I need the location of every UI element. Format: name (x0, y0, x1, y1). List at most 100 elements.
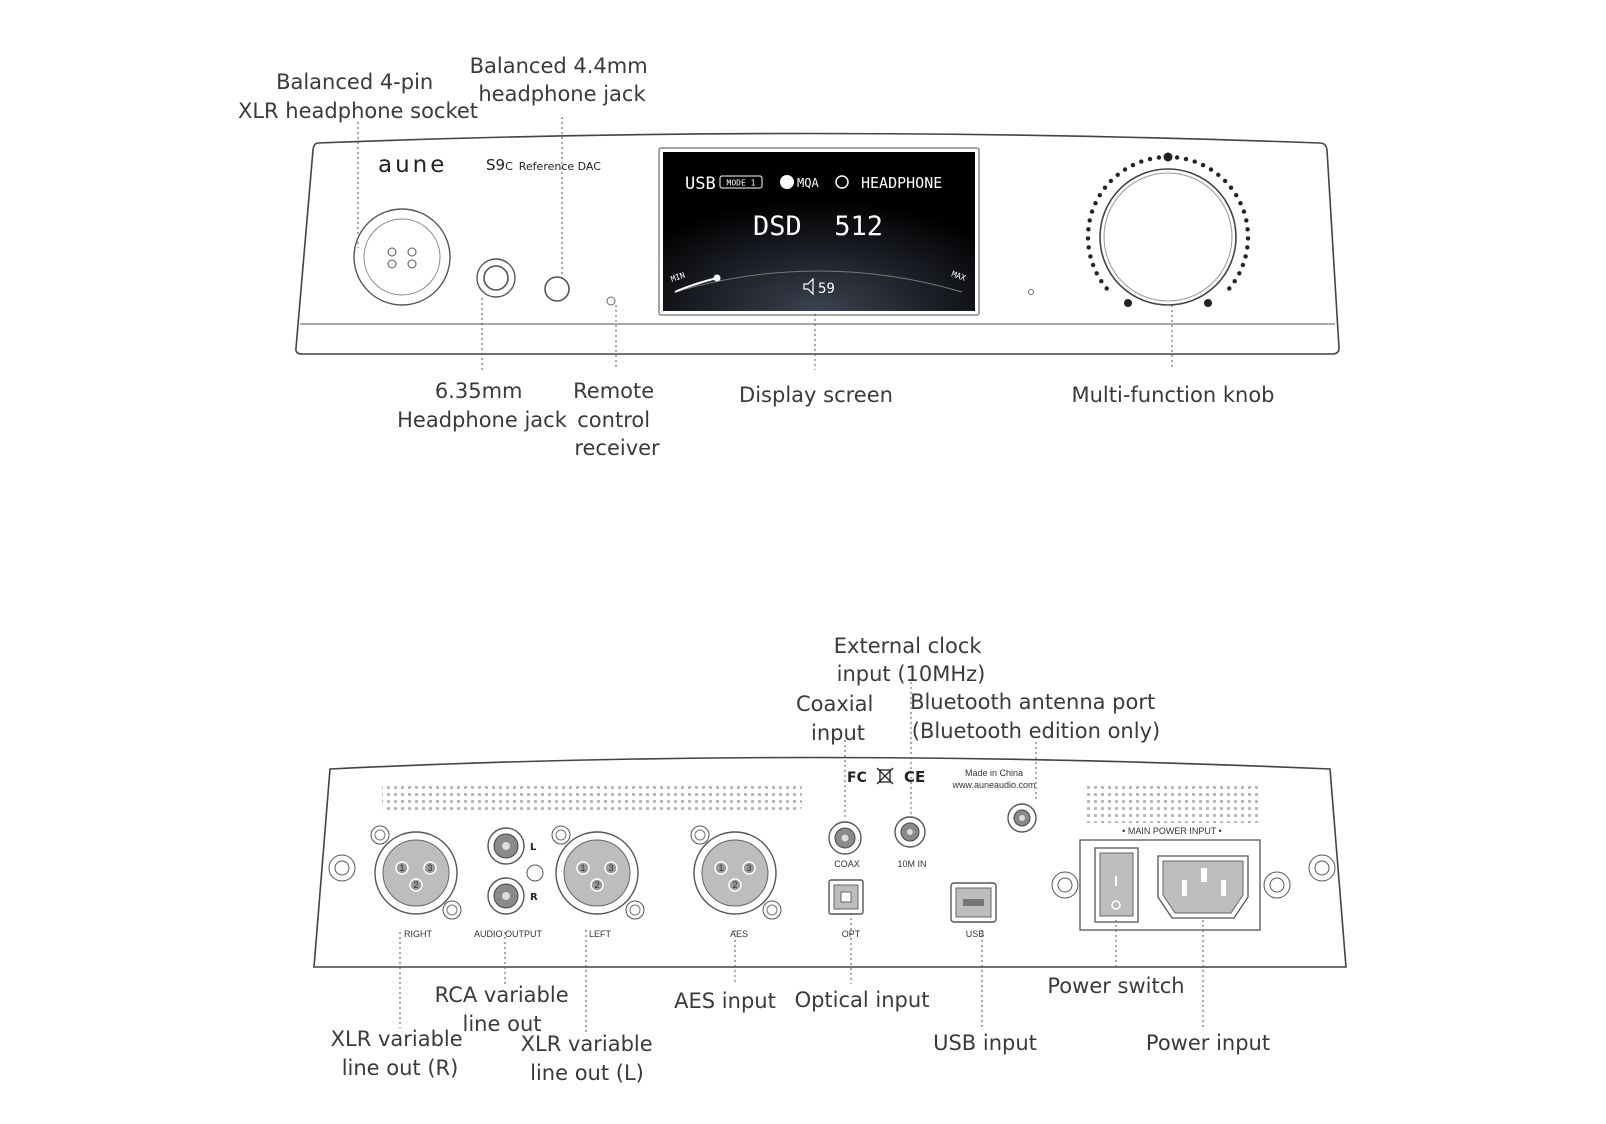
knob-dot (1122, 167, 1128, 172)
multi-function-knob[interactable] (1085, 152, 1251, 308)
knob-dot (1139, 159, 1144, 164)
power-screw-left (1051, 871, 1079, 899)
knob-dot (1104, 286, 1109, 291)
knob-dot (1090, 262, 1096, 268)
callout-remote: Remote control receiver (573, 379, 661, 460)
callout-rca: RCA variable line out (435, 983, 576, 1036)
knob-dot (1232, 279, 1237, 284)
display-volume: 59 (818, 281, 835, 297)
power-inlet[interactable] (1157, 855, 1249, 919)
knob-dot (1094, 271, 1099, 276)
bluetooth-antenna-port[interactable] (1007, 803, 1037, 833)
knob-dot (1244, 218, 1249, 223)
clock-input[interactable] (894, 816, 926, 848)
knob-dot (1108, 178, 1114, 184)
jack-6-35mm[interactable] (476, 258, 516, 298)
rear-leader-lines (399, 682, 1204, 1032)
knob-dot (1174, 155, 1180, 160)
svg-text:3: 3 (427, 863, 432, 873)
volume-arc-level (674, 277, 718, 293)
usb-input[interactable] (950, 882, 997, 923)
label-right: RIGHT (404, 929, 433, 939)
knob-dot (1240, 262, 1246, 268)
knob-dot (1085, 236, 1091, 241)
speaker-icon (803, 277, 814, 296)
brand-logo: aune (378, 152, 447, 178)
xlr-out-left[interactable]: 1 3 2 (551, 825, 645, 920)
svg-text:3: 3 (608, 863, 613, 873)
label-rca-l: L (530, 842, 537, 853)
knob-dot (1156, 155, 1162, 160)
callout-power-input: Power input (1146, 1031, 1270, 1055)
power-switch[interactable] (1094, 847, 1139, 923)
svg-text:1: 1 (580, 863, 585, 873)
front-callouts: Balanced 4-pin XLR headphone socket Bala… (238, 54, 1275, 460)
callout-jack-4-4mm: Balanced 4.4mm headphone jack (470, 54, 655, 106)
label-left: LEFT (589, 929, 612, 939)
knob-dot (1241, 209, 1247, 214)
callout-xlr-l: XLR variable line out (L) (521, 1032, 660, 1085)
output-icon (835, 175, 849, 189)
knob-dot (1227, 286, 1232, 291)
callout-xlr-socket: Balanced 4-pin XLR headphone socket (238, 70, 478, 123)
callout-display: Display screen (739, 383, 893, 407)
callout-coax: Coaxial input (796, 692, 880, 745)
svg-text:2: 2 (594, 880, 599, 890)
weee-icon (876, 767, 894, 785)
knob-dot (1086, 227, 1091, 232)
power-screw-right (1263, 871, 1291, 899)
vent-grille-left (382, 783, 802, 810)
remote-receiver (606, 296, 616, 306)
knob-dot (1200, 162, 1206, 168)
callout-xlr-r: XLR variable line out (R) (331, 1027, 470, 1080)
callout-knob: Multi-function knob (1071, 383, 1274, 407)
display-screen: USB MODE 1 MQA HEADPHONE DSD 512 MIN MAX… (658, 147, 980, 316)
knob-dot (1097, 193, 1103, 198)
knob-dot (1183, 156, 1189, 162)
knob-dot (1102, 185, 1108, 190)
label-main-power: • MAIN POWER INPUT • (1122, 826, 1222, 836)
knob-dot (1130, 162, 1136, 168)
knob-dot (1243, 254, 1248, 259)
jack-4-4mm[interactable] (544, 276, 570, 302)
display-input: USB (685, 174, 716, 194)
coax-input[interactable] (828, 821, 862, 855)
callout-jack-6-35mm: 6.35mm Headphone jack (397, 379, 568, 432)
aes-input[interactable]: 1 3 2 (690, 825, 782, 920)
display-output: HEADPHONE (861, 174, 942, 192)
knob-dot (1087, 218, 1092, 223)
fcc-mark: FC (847, 770, 867, 786)
callout-usb: USB input (933, 1031, 1037, 1055)
knob-dot (1245, 227, 1250, 232)
knob-dot (1228, 185, 1234, 190)
rear-callouts: External clock input (10MHz) Coaxial inp… (331, 634, 1270, 1085)
optical-input[interactable] (828, 879, 864, 915)
rca-out-left[interactable] (487, 827, 525, 865)
knob-dot (1115, 172, 1120, 177)
label-10m-in: 10M IN (897, 859, 926, 869)
display-mqa: MQA (797, 176, 819, 190)
rear-panel: FC CE Made in China www.auneaudio.com 1 … (313, 756, 1347, 968)
callout-aes: AES input (674, 989, 776, 1013)
chassis-screw-right (1308, 854, 1336, 882)
rca-screw (526, 864, 544, 882)
rca-out-right[interactable] (487, 877, 525, 915)
vent-grille-right (1083, 783, 1261, 823)
knob-dot-ring (1085, 154, 1251, 291)
website-text: www.auneaudio.com (951, 780, 1035, 790)
xlr-out-right[interactable]: 1 3 2 (370, 825, 462, 920)
chassis-screw-left (328, 854, 356, 882)
display-format: DSD 512 (753, 211, 883, 242)
knob-dot (1216, 172, 1221, 177)
callout-power-switch: Power switch (1047, 974, 1184, 998)
display-mode-badge (719, 175, 763, 189)
xlr-4pin-socket[interactable] (353, 208, 451, 306)
indicator-dot (1028, 289, 1034, 295)
knob-dot (1192, 159, 1197, 164)
knob-dot (1245, 236, 1251, 241)
knob-dot (1238, 201, 1243, 206)
svg-text:3: 3 (746, 863, 751, 873)
